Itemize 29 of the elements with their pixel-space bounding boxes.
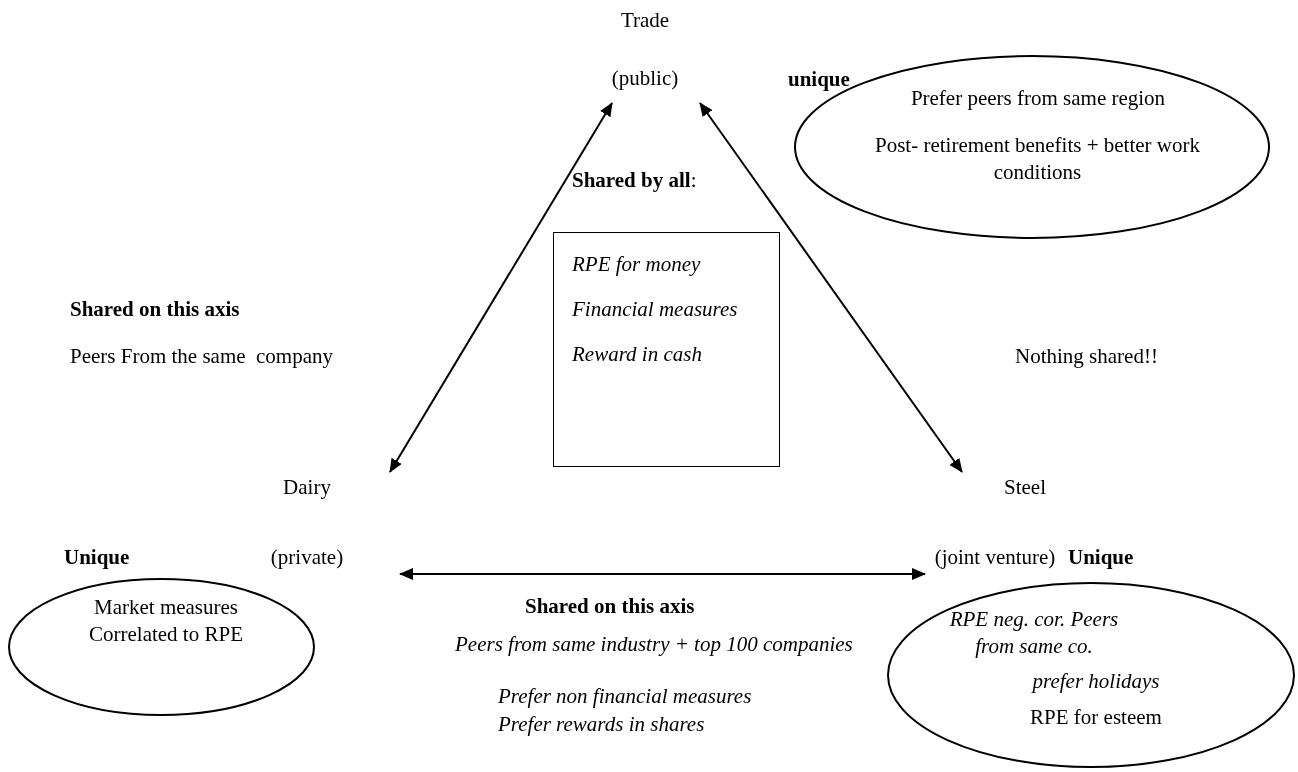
heading-text: unique	[788, 66, 851, 93]
double-arrow	[399, 568, 926, 580]
node-label: Dairy	[282, 474, 332, 501]
double-arrow	[389, 102, 613, 473]
body-text: Prefer peers from same region	[909, 85, 1167, 112]
annotation-text: Prefer rewards in shares	[498, 711, 705, 738]
body-text: prefer holidays	[1030, 668, 1161, 695]
body-text: Post- retirement benefits + better work conditions	[874, 132, 1201, 187]
node-label: (private)	[269, 544, 345, 571]
heading-text: Unique	[1068, 544, 1135, 571]
annotation-text: Nothing shared!!	[1015, 343, 1158, 370]
node-label: Trade	[619, 7, 671, 34]
annotation-text: Peers From the same company	[70, 343, 334, 370]
annotation-text: Prefer non financial measures	[498, 683, 752, 710]
heading-text: Unique	[64, 544, 131, 571]
body-text: Reward in cash	[572, 341, 703, 368]
annotation-text: Shared on this axis	[70, 296, 240, 323]
annotation-text: Peers from same industry + top 100 companies	[455, 631, 853, 658]
body-text: RPE for esteem	[1029, 704, 1163, 731]
body-text: Financial measures	[572, 296, 739, 323]
double-arrow	[699, 102, 963, 473]
body-text: RPE neg. cor. Peers from same co.	[948, 606, 1120, 661]
node-label: (public)	[610, 65, 680, 92]
node-label: Steel	[1003, 474, 1047, 501]
annotation-text: Shared on this axis	[525, 593, 695, 620]
heading-text: Shared by all:	[572, 167, 698, 194]
node-label: (joint venture)	[933, 544, 1057, 571]
body-text: Market measures Correlated to RPE	[88, 594, 244, 649]
body-text: RPE for money	[572, 251, 702, 278]
